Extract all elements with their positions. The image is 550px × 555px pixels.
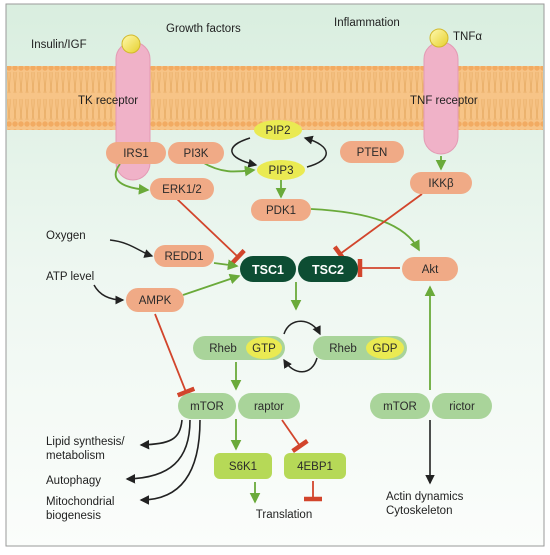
actin-dynamics-label-line1: Actin dynamics [386, 491, 464, 503]
pip2-to-pip3-arrow [231, 137, 258, 168]
rheb-gtp-rheb-label: Rheb [209, 343, 237, 355]
erk12-label: ERK1/2 [162, 184, 202, 196]
ikkb-inhibits-tsc [332, 193, 423, 263]
raptor-label: raptor [254, 401, 284, 413]
pip2-label: PIP2 [266, 125, 291, 137]
4ebp1-label: 4EBP1 [297, 461, 333, 473]
tsc1-label: TSC1 [252, 263, 284, 277]
mtorc1-mtor-label: mTOR [190, 401, 224, 413]
atp-level-label: ATP level [46, 271, 94, 283]
mtor-to-autophagy-arrow [125, 419, 191, 484]
erk-inhibits-tsc [175, 197, 246, 266]
pi3k-node [168, 142, 224, 164]
oxygen-label: Oxygen [46, 230, 86, 242]
mtorc2-mtor-node [370, 393, 430, 419]
ampk-label: AMPK [139, 295, 172, 307]
tk-receptor-label: TK receptor [78, 95, 138, 107]
pip3-node [257, 160, 305, 180]
oxygen-to-redd1-arrow [109, 239, 154, 258]
atp-to-ampk-arrow [93, 284, 125, 305]
akt-label: Akt [422, 264, 439, 276]
rheb-gdp-to-gtp-arrow [283, 357, 318, 373]
pten-label: PTEN [357, 147, 388, 159]
gdp-label: GDP [373, 343, 398, 355]
pip2-node [254, 120, 302, 140]
irs1-label: IRS1 [123, 148, 149, 160]
mtor-to-mito-arrow [139, 419, 201, 505]
mtor-to-lipid-arrow [139, 419, 183, 450]
redd1-node [154, 245, 214, 267]
tsc2-label: TSC2 [312, 263, 344, 277]
mitochondrial-biogenesis-label-line2: biogenesis [46, 510, 101, 522]
akt-node [402, 257, 458, 281]
tsc2-node [298, 256, 358, 282]
insulin-igf-ligand [121, 34, 141, 54]
pdk1-label: PDK1 [266, 205, 296, 217]
pi3k-label: PI3K [184, 148, 209, 160]
rheb-gtp-to-gdp-arrow [283, 320, 321, 336]
raptor-node [238, 393, 300, 419]
pten-node [340, 141, 404, 163]
4ebp1-node [284, 453, 346, 479]
pip3-to-pip2-arrow [303, 135, 327, 168]
cytoskeleton-label-line2: Cytoskeleton [386, 505, 452, 517]
ikkb-label: IKKβ [428, 178, 454, 190]
tnf-alpha-label: TNFα [453, 31, 482, 43]
inflammation-label: Inflammation [334, 17, 400, 29]
s6k1-label: S6K1 [229, 461, 257, 473]
tsc1-node [240, 256, 296, 282]
irs1-to-erk-arrow [114, 163, 150, 195]
gdp-node [366, 337, 404, 359]
rictor-node [432, 393, 492, 419]
lipid-synthesis-label-line1: Lipid synthesis/ [46, 436, 125, 448]
irs1-node [106, 142, 166, 164]
lipid-synthesis-label-line2: metabolism [46, 450, 105, 462]
rheb-gdp-rheb-label: Rheb [329, 343, 357, 355]
pdk1-to-akt-arrow [310, 208, 420, 252]
ampk-node [126, 288, 184, 312]
erk12-node [150, 178, 214, 200]
pip3-label: PIP3 [269, 165, 294, 177]
rictor-label: rictor [449, 401, 475, 413]
ikkb-node [410, 172, 472, 194]
ampk-to-tsc-arrow [182, 273, 241, 296]
redd1-label: REDD1 [165, 251, 204, 263]
s6k1-node [214, 453, 272, 479]
growth-factors-label: Growth factors [166, 23, 241, 35]
ampk-inhibits-mtor [154, 313, 196, 398]
redd1-to-tsc-arrow [213, 259, 239, 271]
tnf-alpha-ligand [429, 28, 449, 48]
mtor-inhibits-4ebp1 [281, 419, 309, 453]
pi3k-to-pip3-arrow [201, 161, 256, 177]
mitochondrial-biogenesis-label-line1: Mitochondrial [46, 496, 114, 508]
gtp-node [246, 337, 282, 359]
mtorc2-mtor-label: mTOR [383, 401, 417, 413]
gtp-label: GTP [252, 343, 276, 355]
tnf-receptor-label: TNF receptor [410, 95, 478, 107]
autophagy-label: Autophagy [46, 475, 101, 487]
pdk1-node [251, 199, 311, 221]
insulin-igf-label: Insulin/IGF [31, 39, 87, 51]
translation-label: Translation [256, 509, 312, 521]
mtorc1-mtor-node [178, 393, 236, 419]
